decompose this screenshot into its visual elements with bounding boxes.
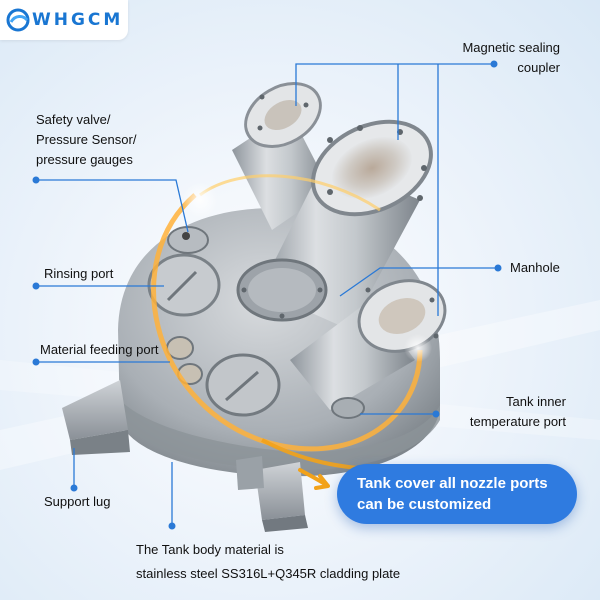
label-material-feeding-port: Material feeding port <box>40 342 159 357</box>
label-support-lug: Support lug <box>44 494 111 509</box>
rinsing-port-flange <box>147 253 221 317</box>
callout-line-1: Tank cover all nozzle ports <box>357 475 548 492</box>
magnetic-coupler-right <box>290 279 447 410</box>
support-lug-back <box>236 456 264 490</box>
brand-logo: WHGCM <box>0 0 128 40</box>
label-manhole: Manhole <box>510 260 560 275</box>
support-lug-left <box>62 380 130 455</box>
temperature-port <box>331 397 365 419</box>
label-rinsing-port: Rinsing port <box>44 266 114 281</box>
safety-valve-port <box>167 226 209 254</box>
label-magnetic-sealing-coupler: Magnetic sealing coupler <box>462 40 560 75</box>
callout-arrow <box>298 468 330 490</box>
brand-name: WHGCM <box>32 10 124 30</box>
leader-lines <box>36 63 498 526</box>
label-safety-valve: Safety valve/ Pressure Sensor/ pressure … <box>36 112 137 167</box>
label-temperature-port: Tank inner temperature port <box>469 394 566 429</box>
brand-mark-icon <box>6 8 30 32</box>
customization-callout: Tank cover all nozzle ports can be custo… <box>337 464 577 524</box>
highlight-ring <box>151 193 423 452</box>
front-cover-flange <box>205 353 281 417</box>
callout-line-2: can be customized <box>357 496 492 513</box>
manhole-flange <box>236 258 328 322</box>
support-lug-right <box>255 462 308 532</box>
label-body-material: The Tank body material is stainless stee… <box>136 542 401 581</box>
